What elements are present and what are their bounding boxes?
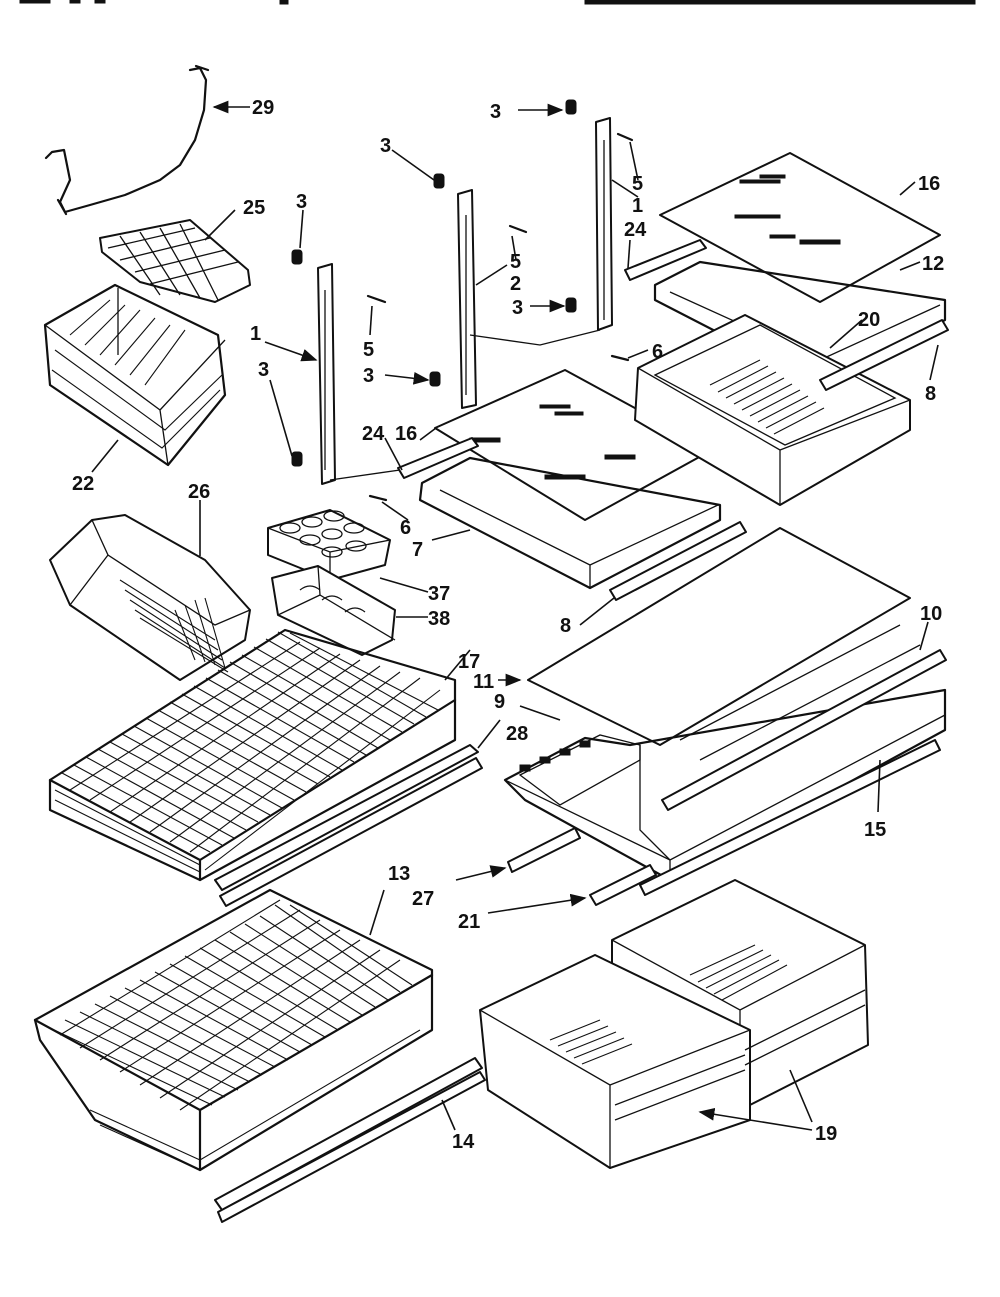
leader-lines [91, 100, 939, 1131]
part-38-egg-tray-holder [271, 565, 396, 656]
label-29: 29 [252, 97, 274, 119]
part-5-pins [366, 132, 634, 304]
part-10-rail [661, 649, 947, 811]
label-21: 21 [458, 911, 480, 933]
part-14-rail [214, 1057, 486, 1223]
label-20: 20 [858, 309, 880, 331]
label-12: 12 [922, 253, 944, 275]
label-3-c: 3 [258, 359, 269, 381]
top-edge-marks [19, 0, 976, 5]
part-1-left-rail [317, 263, 336, 485]
label-3-a: 3 [296, 191, 307, 213]
part-27-rail [507, 827, 581, 873]
label-25: 25 [243, 197, 265, 219]
part-15-rail [639, 739, 941, 896]
label-15: 15 [864, 819, 886, 841]
label-5-c: 5 [632, 173, 643, 195]
label-27: 27 [412, 888, 434, 910]
label-6-a: 6 [652, 341, 663, 363]
label-22: 22 [72, 473, 94, 495]
part-7-shelf-frame [418, 456, 722, 590]
label-6-b: 6 [400, 517, 411, 539]
label-7: 7 [412, 539, 423, 561]
label-10: 10 [920, 603, 942, 625]
label-24-b: 24 [624, 219, 647, 241]
label-5-a: 5 [363, 339, 374, 361]
part-26-bin [49, 514, 251, 681]
part-8-lower-rail [609, 521, 747, 601]
part-6-pins [368, 354, 630, 502]
label-17: 17 [458, 651, 480, 673]
part-19-crisper-drawers [479, 879, 869, 1169]
label-28: 28 [506, 723, 528, 745]
label-8-b: 8 [925, 383, 936, 405]
part-2-rail [457, 189, 477, 409]
part-24-upper-rail [624, 239, 707, 281]
frame-lines [329, 329, 601, 481]
label-24-a: 24 [362, 423, 385, 445]
label-37: 37 [428, 583, 450, 605]
part-16-shelf-upper [659, 152, 941, 303]
part-29-wire-rod [44, 64, 210, 216]
part-22-wire-rack [43, 283, 227, 467]
label-5-b: 5 [510, 251, 521, 273]
label-19: 19 [815, 1123, 837, 1145]
part-3-clips [291, 99, 577, 467]
part-20-drawer [634, 314, 911, 506]
label-8-a: 8 [560, 615, 571, 637]
part-28-rail [214, 744, 483, 907]
label-38: 38 [428, 608, 450, 630]
label-3-e: 3 [512, 297, 523, 319]
label-11: 11 [473, 671, 494, 693]
label-14: 14 [452, 1131, 475, 1153]
part-17-wire-basket [48, 628, 457, 882]
part-25-egg-tray [99, 219, 251, 303]
part-37-egg-holder [267, 509, 391, 581]
part-8-upper-rail [819, 319, 949, 391]
label-16-b: 16 [918, 173, 940, 195]
label-2: 2 [510, 273, 521, 295]
part-21-rail [589, 864, 657, 906]
callout-labels: 29 25 3 1 5 3 3 3 5 2 3 3 5 1 6 6 7 22 2… [72, 97, 944, 1153]
label-3-b: 3 [363, 365, 374, 387]
part-1-right-rail [595, 117, 613, 331]
label-3-d: 3 [380, 135, 391, 157]
label-16-a: 16 [395, 423, 417, 445]
part-24-lower-rail [397, 437, 479, 479]
label-26: 26 [188, 481, 210, 503]
label-13: 13 [388, 863, 410, 885]
label-1-a: 1 [250, 323, 261, 345]
part-11-cover [527, 527, 911, 746]
label-9: 9 [494, 691, 505, 713]
label-1-b: 1 [632, 195, 643, 217]
label-3-f: 3 [490, 101, 501, 123]
part-13-large-basket [33, 888, 434, 1172]
